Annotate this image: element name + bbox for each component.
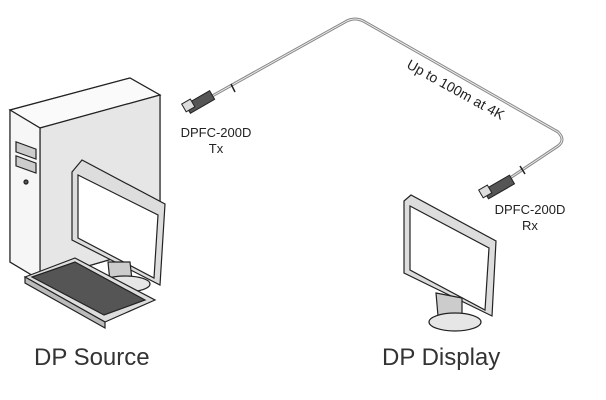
tx-label: DPFC-200D Tx [176, 125, 256, 157]
tx-role: Tx [208, 141, 224, 156]
tx-model: DPFC-200D [180, 125, 252, 140]
tx-connector-icon [180, 83, 236, 115]
source-label: DP Source [34, 344, 150, 371]
display-label: DP Display [382, 344, 501, 371]
rx-model: DPFC-200D [494, 202, 566, 217]
rx-label: DPFC-200D Rx [490, 202, 570, 234]
keyboard-icon [23, 257, 157, 330]
fiber-cable-inner [204, 18, 563, 179]
fiber-cable [204, 17, 564, 180]
rx-connector-icon [477, 165, 526, 200]
rx-role: Rx [522, 218, 538, 233]
display-monitor-icon [403, 194, 497, 332]
